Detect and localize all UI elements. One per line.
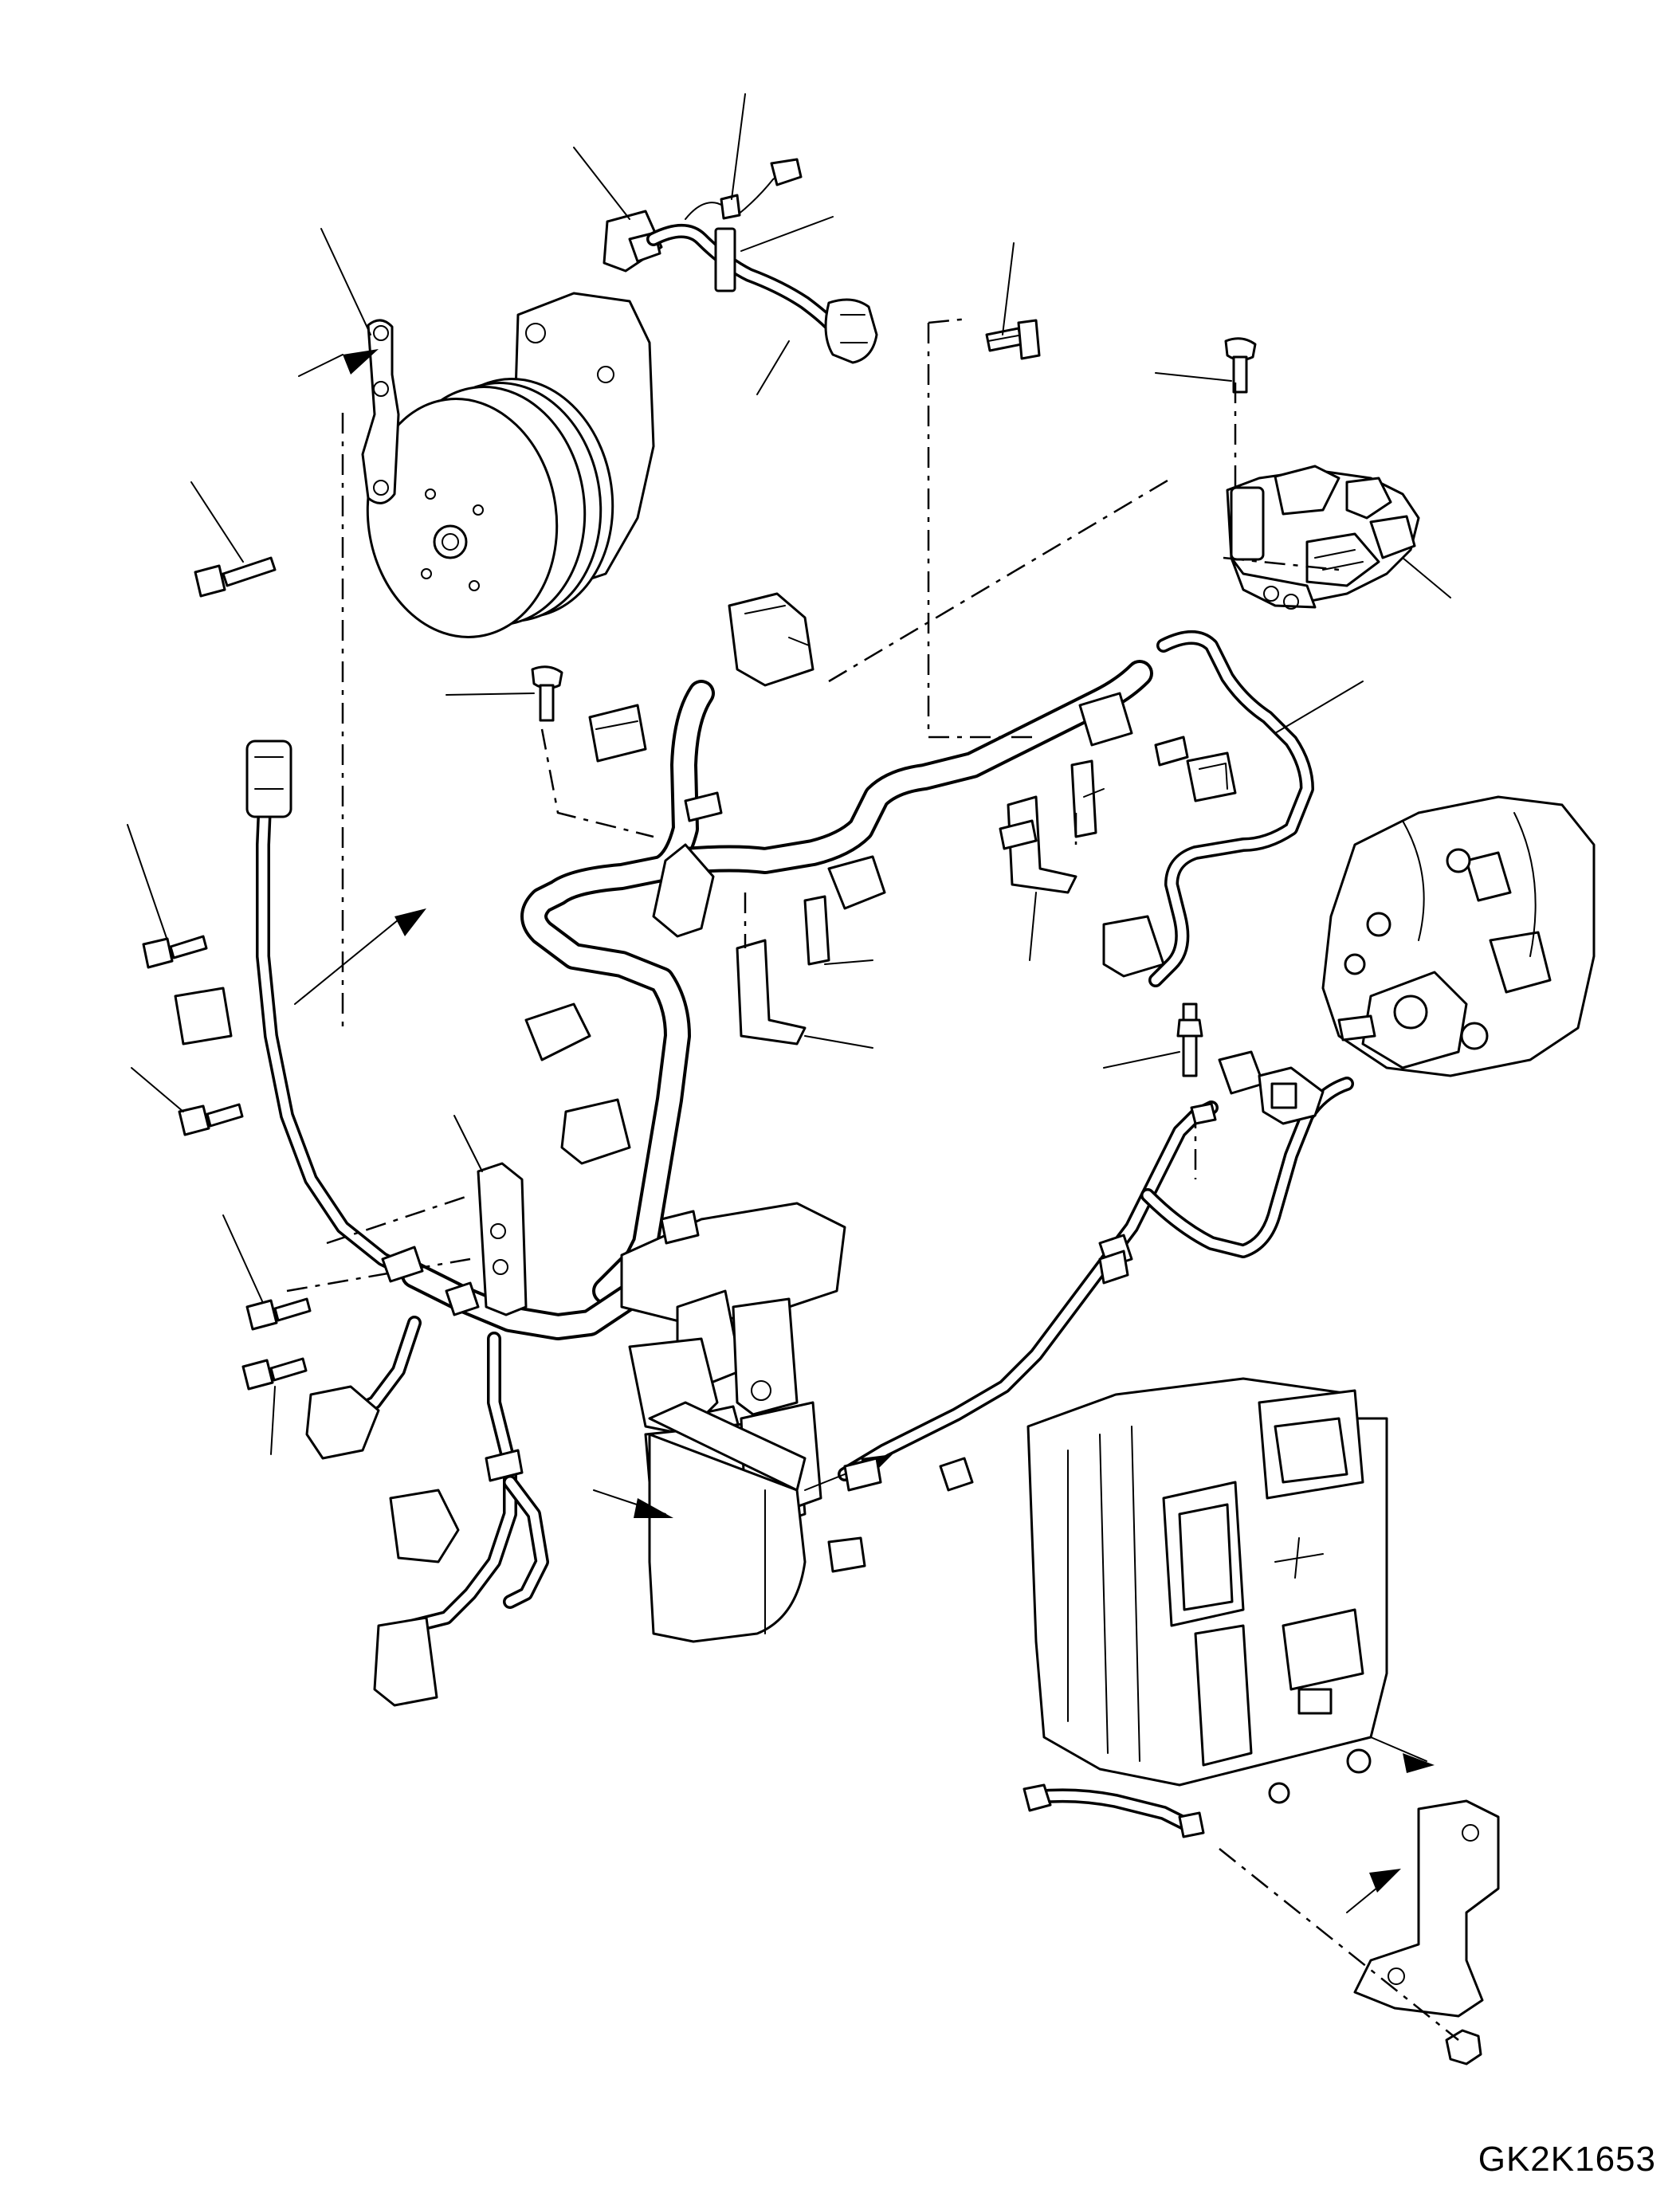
alignment-lines [287, 319, 1458, 2040]
pump-sensor-connector [1259, 1068, 1323, 1124]
engine-ecu [1028, 1379, 1387, 1803]
ecu-connector-housing [650, 1403, 805, 1642]
direction-arrows [343, 349, 1435, 1893]
mounting-plate [478, 1163, 526, 1315]
drawing-code: GK2K1653 [1478, 2140, 1656, 2179]
bolt-left-3 [179, 1104, 242, 1135]
bracket-center [737, 896, 829, 1044]
bolt-top-center [987, 320, 1039, 359]
fuel-injection-pump [1323, 797, 1594, 1076]
bolt-left-1 [195, 558, 275, 596]
ecu-ground-wire [1024, 1785, 1203, 1837]
ecu-mounting-bracket [1355, 1801, 1498, 2016]
bolt-left-5 [243, 1359, 306, 1389]
bolt-left-4 [247, 1299, 310, 1329]
top-sensor-harness [604, 159, 877, 363]
harness-clamps [383, 737, 1215, 1490]
bracket-right [1008, 761, 1096, 893]
pump-stud [1178, 1004, 1202, 1076]
bolt-left-2 [143, 936, 206, 967]
leader-lines [128, 94, 1450, 1913]
relay-block [1227, 466, 1419, 609]
engine-pulley-assembly [352, 293, 654, 649]
ecu-nut [1446, 2030, 1481, 2064]
bolt-center-vertical [532, 667, 562, 720]
pulley-bracket [363, 320, 398, 503]
bolt-top-right [1226, 339, 1255, 392]
